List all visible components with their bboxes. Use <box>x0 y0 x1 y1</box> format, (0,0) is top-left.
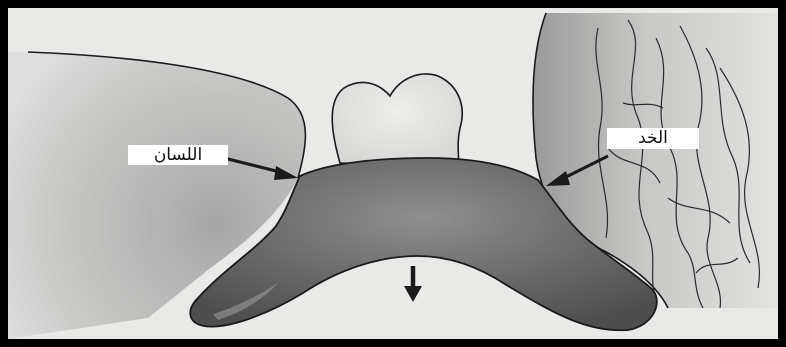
cheek-label: الخد <box>607 128 699 149</box>
downward-arrow <box>404 266 422 302</box>
cross-section-diagram <box>8 8 778 339</box>
diagram-paper: اللسان الخد <box>8 8 778 339</box>
tooth-crown <box>332 74 462 168</box>
tongue-label: اللسان <box>128 145 228 165</box>
